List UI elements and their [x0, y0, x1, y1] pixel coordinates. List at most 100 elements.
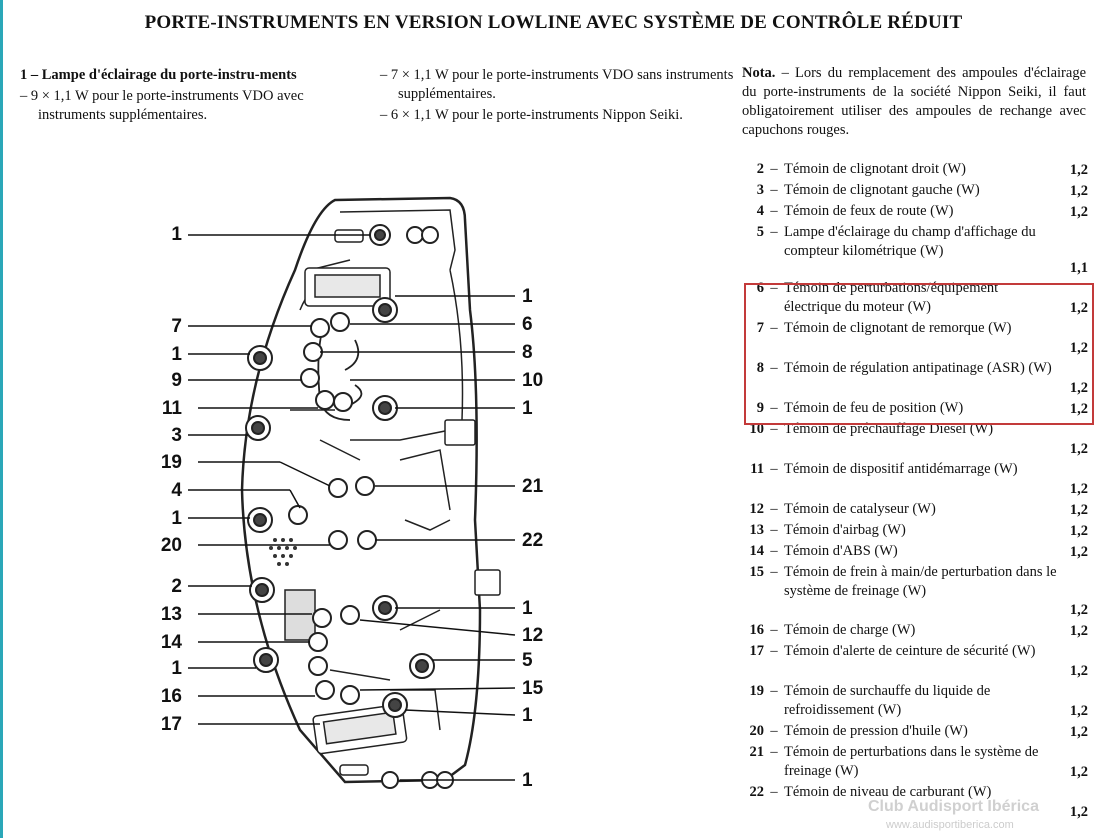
right-callout-1: 1 [522, 286, 533, 307]
legend-text: Témoin d'ABS (W) [784, 543, 898, 559]
legend-text: Témoin de catalyseur (W) [784, 501, 936, 517]
legend-number: 17 [749, 643, 765, 659]
legend-dash: – [770, 723, 778, 739]
bulb-sockets [245, 224, 454, 789]
item1-option-1: – 9 × 1,1 W pour le porte-instruments VD… [20, 88, 304, 123]
left-callout-1: 1 [171, 344, 182, 365]
note-block: Nota. – Lors du remplacement des ampoule… [742, 64, 1086, 140]
legend-dash: – [770, 744, 778, 760]
legend-item-16: 16–Témoin de charge (W)1,2 [742, 621, 1089, 642]
right-callout-1: 1 [522, 705, 533, 726]
legend-dash: – [770, 421, 778, 437]
legend-dash: – [770, 400, 778, 416]
legend-dash: – [770, 564, 778, 580]
legend-dash: – [770, 784, 778, 800]
item1-option-2: – 7 × 1,1 W pour le porte-instruments VD… [380, 67, 734, 102]
legend-item-19: 19–Témoin de surchauffe du liquide de re… [742, 682, 1089, 722]
legend-number: 19 [749, 683, 765, 699]
legend-text: Témoin de feux de route (W) [784, 203, 954, 219]
page-title: PORTE-INSTRUMENTS EN VERSION LOWLINE AVE… [144, 12, 963, 33]
legend-number: 5 [756, 224, 764, 240]
legend-wattage: 1,2 [1069, 544, 1088, 560]
legend-number: 16 [749, 622, 765, 638]
legend-wattage: 1,2 [1069, 724, 1088, 740]
left-callout-11: 11 [162, 398, 183, 419]
legend-item-2: 2–Témoin de clignotant droit (W)1,2 [742, 160, 1088, 181]
right-callout-1: 1 [522, 398, 533, 419]
right-callout-8: 8 [522, 342, 533, 363]
right-callout-10: 10 [522, 370, 543, 391]
legend-text: Témoin de perturbations dans le système … [784, 744, 1039, 779]
legend-item-15: 15–Témoin de frein à main/de perturbatio… [742, 563, 1089, 621]
legend-wattage: 1,2 [1069, 703, 1088, 719]
legend-number: 3 [756, 182, 764, 198]
legend-wattage: 1,2 [1069, 340, 1088, 356]
legend-wattage: 1,2 [1069, 183, 1088, 199]
legend-dash: – [770, 320, 778, 336]
legend-text: Témoin de dispositif antidémarrage (W) [784, 461, 1018, 477]
legend-wattage: 1,2 [1069, 502, 1088, 518]
left-callout-7: 7 [171, 316, 182, 337]
legend-text: Témoin de régulation antipatinage (ASR) … [784, 360, 1052, 376]
right-callout-12: 12 [522, 625, 543, 646]
item1-options-column: – 7 × 1,1 W pour le porte-instruments VD… [380, 66, 735, 127]
right-callout-21: 21 [522, 476, 544, 497]
legend-dash: – [770, 461, 778, 477]
legend-text: Témoin de charge (W) [784, 622, 916, 638]
right-callout-15: 15 [522, 678, 544, 699]
legend-text: Témoin de clignotant gauche (W) [784, 182, 980, 198]
legend-dash: – [770, 182, 778, 198]
legend-item-21: 21–Témoin de perturbations dans le systè… [742, 743, 1089, 783]
legend-dash: – [770, 161, 778, 177]
legend-item-5: 5–Lampe d'éclairage du champ d'affichage… [742, 223, 1088, 279]
legend-number: 7 [756, 320, 764, 336]
legend-number: 15 [749, 564, 765, 580]
left-callout-1: 1 [171, 508, 182, 529]
item1-column: 1 – Lampe d'éclairage du porte-instru-me… [20, 66, 370, 127]
legend-item-9: 9–Témoin de feu de position (W)1,2 [742, 399, 1088, 420]
left-callout-17: 17 [161, 714, 182, 735]
legend-item-20: 20–Témoin de pression d'huile (W) 1,2 [742, 722, 1089, 743]
legend-wattage: 1,2 [1069, 380, 1088, 396]
legend-text: Témoin d'alerte de ceinture de sécurité … [784, 643, 1036, 659]
legend-number: 12 [749, 501, 765, 517]
legend-number: 9 [756, 400, 764, 416]
legend-wattage: 1,2 [1069, 481, 1088, 497]
legend-wattage: 1,2 [1069, 300, 1088, 316]
legend-wattage: 1,2 [1069, 764, 1088, 780]
legend-dash: – [770, 501, 778, 517]
legend-text: Témoin de clignotant de remorque (W) [784, 320, 1012, 336]
item1-option-3: – 6 × 1,1 W pour le porte-instruments Ni… [380, 107, 683, 123]
legend-wattage: 1,2 [1069, 663, 1088, 679]
legend-dash: – [770, 203, 778, 219]
legend-item-14: 14–Témoin d'ABS (W)1,2 [742, 542, 1089, 563]
legend-number: 4 [756, 203, 764, 219]
legend-number: 20 [749, 723, 765, 739]
legend-number: 8 [756, 360, 764, 376]
left-callout-19: 19 [161, 452, 182, 473]
left-callout-9: 9 [171, 370, 182, 391]
left-callout-3: 3 [171, 425, 182, 446]
legend-number: 10 [749, 421, 765, 437]
legend-text: Lampe d'éclairage du champ d'affichage d… [784, 224, 1036, 259]
legend-number: 13 [749, 522, 765, 538]
legend-number: 2 [756, 161, 764, 177]
legend-wattage: 1,2 [1069, 401, 1088, 417]
legend-wattage: 1,2 [1069, 602, 1088, 618]
legend-item-3: 3–Témoin de clignotant gauche (W) 1,2 [742, 181, 1088, 202]
legend-number: 21 [749, 744, 765, 760]
legend-dash: – [770, 643, 778, 659]
callout-lines [188, 234, 516, 781]
legend-item-10: 10–Témoin de préchauffage Diesel (W)1,2 [742, 420, 1089, 460]
legend-wattage: 1,2 [1069, 623, 1088, 639]
left-callout-4: 4 [171, 480, 182, 501]
right-callout-22: 22 [522, 530, 543, 551]
legend-text: Témoin de pression d'huile (W) [784, 723, 968, 739]
note-label: Nota. [742, 65, 776, 81]
left-callout-13: 13 [161, 604, 182, 625]
left-callout-1: 1 [171, 224, 182, 245]
legend-dash: – [770, 360, 778, 376]
